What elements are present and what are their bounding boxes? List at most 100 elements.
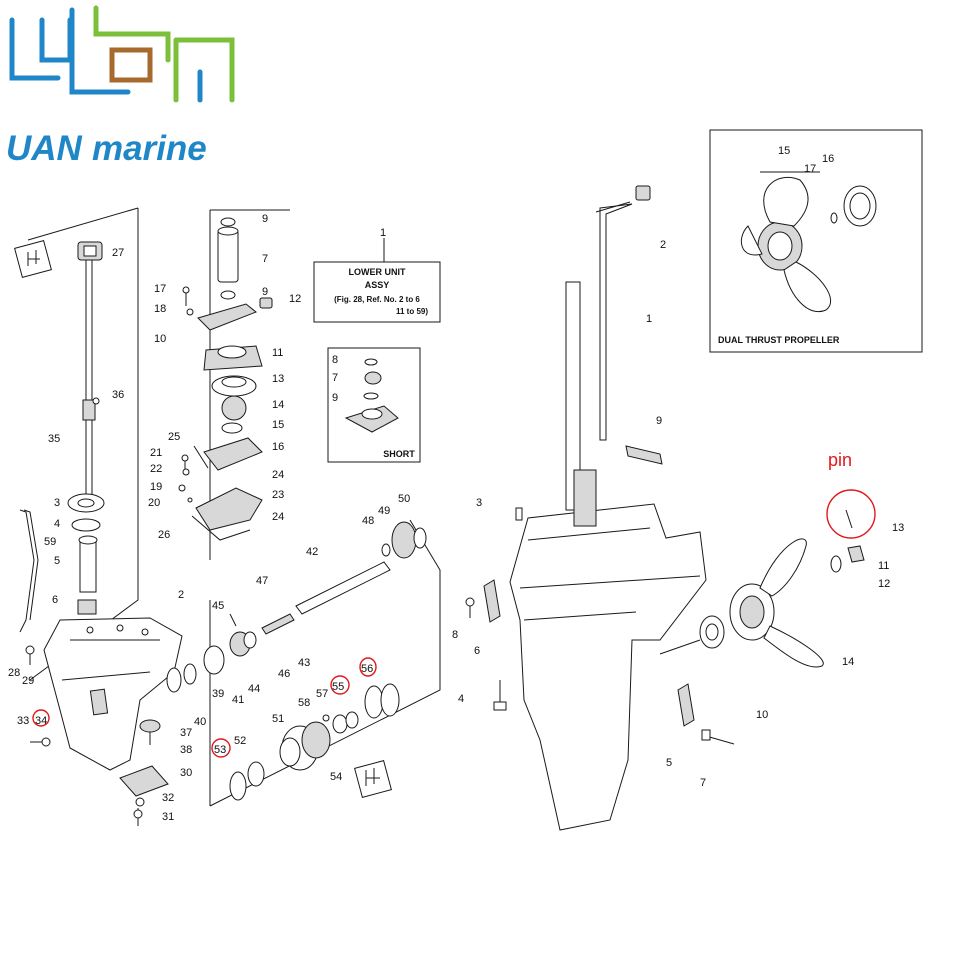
highlight-circle-56 bbox=[359, 657, 377, 677]
part-ref-right-6: 6 bbox=[474, 645, 480, 657]
labels-gear-group: 1879495048424745464344413940585755565152… bbox=[194, 227, 410, 783]
part-ref-left-29: 29 bbox=[22, 675, 34, 687]
part-ref-left-37: 37 bbox=[180, 727, 192, 739]
highlight-circle-53 bbox=[211, 738, 231, 758]
part-ref-pump-19: 19 bbox=[150, 481, 162, 493]
part-ref-left-27: 27 bbox=[112, 247, 124, 259]
propeller-box-title: DUAL THRUST PROPELLER bbox=[718, 335, 840, 345]
part-ref-left-33: 33 bbox=[17, 715, 29, 727]
part-ref-right-9: 9 bbox=[656, 415, 662, 427]
part-ref-gear-47: 47 bbox=[256, 575, 268, 587]
part-ref-right-14: 14 bbox=[842, 656, 854, 668]
part-ref-left-38: 38 bbox=[180, 744, 192, 756]
part-ref-left-5: 5 bbox=[54, 555, 60, 567]
part-ref-left-2: 2 bbox=[178, 589, 184, 601]
part-ref-right-8: 8 bbox=[452, 629, 458, 641]
part-ref-gear-43: 43 bbox=[298, 657, 310, 669]
part-ref-pump-21: 21 bbox=[150, 447, 162, 459]
part-ref-gear-7: 7 bbox=[332, 372, 338, 384]
part-ref-gear-58: 58 bbox=[298, 697, 310, 709]
lower-unit-assy-box: LOWER UNIT ASSY (Fig. 28, Ref. No. 2 to … bbox=[313, 238, 441, 323]
part-ref-pump-12: 12 bbox=[289, 293, 301, 305]
lower-housing-group bbox=[465, 185, 865, 831]
highlight-circle-pin bbox=[826, 489, 876, 539]
part-ref-pump-26: 26 bbox=[158, 529, 170, 541]
part-ref-right-4: 4 bbox=[458, 693, 464, 705]
part-ref-pump-11: 11 bbox=[272, 347, 283, 359]
part-ref-pump-24: 24 bbox=[272, 469, 284, 481]
highlight-marks: pin bbox=[32, 450, 876, 758]
driveshaft-group bbox=[14, 207, 183, 826]
part-ref-left-59: 59 bbox=[44, 536, 56, 548]
part-ref-gear-39: 39 bbox=[212, 688, 224, 700]
part-ref-right-13: 13 bbox=[892, 522, 904, 534]
part-ref-pump-9: 9 bbox=[262, 286, 268, 298]
part-ref-left-31: 31 bbox=[162, 811, 174, 823]
water-pump-group bbox=[178, 209, 290, 560]
part-ref-pump-20: 20 bbox=[148, 497, 160, 509]
part-ref-pump-15: 15 bbox=[272, 419, 284, 431]
part-ref-gear-44: 44 bbox=[248, 683, 260, 695]
part-ref-right-12: 12 bbox=[878, 578, 890, 590]
part-ref-gear-57: 57 bbox=[316, 688, 328, 700]
assy-line-1: LOWER UNIT bbox=[349, 267, 406, 277]
part-ref-pump-22: 22 bbox=[150, 463, 162, 475]
part-ref-pump-23: 23 bbox=[272, 489, 284, 501]
part-ref-gear-1: 1 bbox=[380, 227, 386, 239]
part-ref-gear-51: 51 bbox=[272, 713, 284, 725]
part-ref-gear-49: 49 bbox=[378, 505, 390, 517]
part-ref-right-11: 11 bbox=[878, 560, 889, 572]
part-ref-pump-18: 18 bbox=[154, 303, 166, 315]
part-ref-gear-45: 45 bbox=[212, 600, 224, 612]
part-ref-gear-54: 54 bbox=[330, 771, 342, 783]
part-ref-left-6: 6 bbox=[52, 594, 58, 606]
part-ref-right-17: 17 bbox=[804, 163, 816, 175]
part-ref-pump-25: 25 bbox=[168, 431, 180, 443]
part-ref-gear-50: 50 bbox=[398, 493, 410, 505]
short-kit-box: SHORT bbox=[327, 347, 421, 463]
highlight-circle-34 bbox=[32, 709, 50, 727]
part-ref-left-35: 35 bbox=[48, 433, 60, 445]
part-ref-right-1: 1 bbox=[646, 313, 652, 325]
uan-marine-logo: UAN marine bbox=[6, 5, 235, 168]
logo-marine-text: marine bbox=[92, 129, 207, 168]
part-ref-left-34: 34 bbox=[35, 715, 47, 727]
short-label: SHORT bbox=[383, 449, 415, 459]
part-ref-gear-40: 40 bbox=[194, 716, 206, 728]
assy-line-3: (Fig. 28, Ref. No. 2 to 6 bbox=[334, 295, 420, 304]
part-ref-left-28: 28 bbox=[8, 667, 20, 679]
part-ref-right-2: 2 bbox=[660, 239, 666, 251]
part-ref-gear-48: 48 bbox=[362, 515, 374, 527]
assy-line-2: ASSY bbox=[365, 280, 390, 290]
part-ref-right-10: 10 bbox=[756, 709, 768, 721]
assy-line-4: 11 to 59) bbox=[396, 307, 428, 316]
part-ref-pump-16: 16 bbox=[272, 441, 284, 453]
part-ref-left-32: 32 bbox=[162, 792, 174, 804]
part-ref-pump-7: 7 bbox=[262, 253, 268, 265]
part-ref-gear-55: 55 bbox=[332, 681, 344, 693]
part-ref-pump-9: 9 bbox=[262, 213, 268, 225]
part-ref-gear-8: 8 bbox=[332, 354, 338, 366]
part-ref-pump-17: 17 bbox=[154, 283, 166, 295]
gear-shaft-group bbox=[166, 519, 441, 807]
part-ref-right-7: 7 bbox=[700, 777, 706, 789]
part-ref-gear-41: 41 bbox=[232, 694, 244, 706]
dual-thrust-propeller-box: DUAL THRUST PROPELLER bbox=[709, 129, 923, 353]
part-ref-pump-13: 13 bbox=[272, 373, 284, 385]
part-ref-gear-56: 56 bbox=[361, 663, 373, 675]
part-ref-left-4: 4 bbox=[54, 518, 60, 530]
part-ref-right-16: 16 bbox=[822, 153, 834, 165]
part-ref-left-36: 36 bbox=[112, 389, 124, 401]
part-ref-gear-9: 9 bbox=[332, 392, 338, 404]
part-ref-pump-14: 14 bbox=[272, 399, 284, 411]
part-ref-right-5: 5 bbox=[666, 757, 672, 769]
logo-uan-text: UAN bbox=[6, 129, 83, 168]
part-ref-left-3: 3 bbox=[54, 497, 60, 509]
part-ref-gear-46: 46 bbox=[278, 668, 290, 680]
part-ref-right-3: 3 bbox=[476, 497, 482, 509]
highlight-circle-55 bbox=[330, 675, 350, 695]
part-ref-gear-42: 42 bbox=[306, 546, 318, 558]
